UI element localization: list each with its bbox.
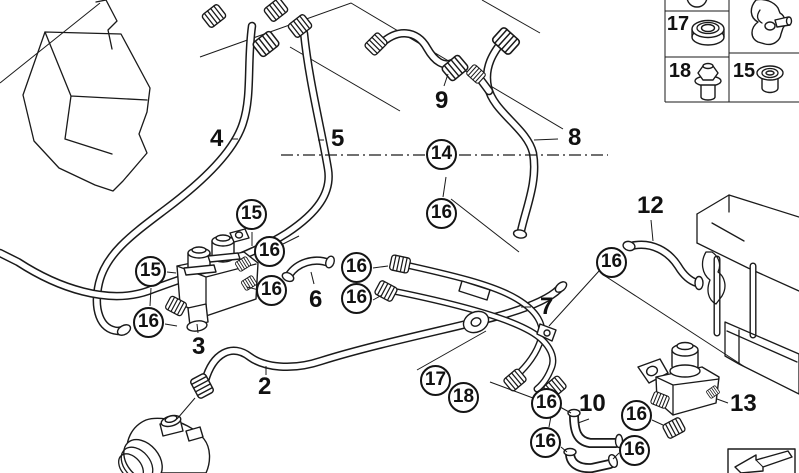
- grommet-icon: [691, 19, 725, 46]
- part-number-label[interactable]: 6: [309, 286, 323, 313]
- part-number-label[interactable]: 10: [579, 390, 606, 417]
- part-callout[interactable]: 16: [621, 400, 652, 431]
- part-number-label[interactable]: 2: [258, 373, 272, 400]
- part-callout[interactable]: 16: [596, 247, 627, 278]
- water-pump: [118, 397, 211, 473]
- auxiliary-heater-unit: [696, 194, 799, 395]
- part-callout[interactable]: 15: [236, 199, 267, 230]
- hose-9: [380, 33, 452, 64]
- part-callout[interactable]: 16: [531, 388, 562, 419]
- part-callout[interactable]: 17: [420, 365, 451, 396]
- part-callout[interactable]: 16: [256, 275, 287, 306]
- part-callout[interactable]: 16: [341, 283, 372, 314]
- plug-icon: [756, 65, 784, 94]
- hose-12: [622, 240, 704, 291]
- elbow-hose-11: [563, 447, 619, 469]
- legend-number[interactable]: 15: [732, 60, 756, 82]
- twin-pipe-7: [388, 263, 557, 389]
- part-number-label[interactable]: 4: [210, 125, 224, 152]
- part-number-label[interactable]: 13: [730, 390, 757, 417]
- part-number-label[interactable]: 9: [435, 87, 449, 114]
- engine-block: [22, 0, 151, 192]
- hose-6: [281, 255, 335, 283]
- nav-arrow-icon[interactable]: [727, 448, 796, 473]
- part-callout[interactable]: 16: [133, 307, 164, 338]
- part-number-label[interactable]: 7: [540, 293, 554, 320]
- part-number-label[interactable]: 5: [331, 125, 345, 152]
- projection-lines: [0, 0, 746, 368]
- part-callout[interactable]: 16: [530, 427, 561, 458]
- part-number-label[interactable]: 3: [192, 333, 206, 360]
- hose-2: [205, 281, 568, 381]
- legend-grid: [664, 0, 799, 103]
- hose-8: [477, 37, 534, 239]
- coolant-pipe-4: [97, 26, 252, 336]
- part-callout[interactable]: 16: [341, 252, 372, 283]
- part-callout[interactable]: 16: [619, 435, 650, 466]
- clamp-icon: [686, 0, 708, 8]
- part-callout[interactable]: 15: [135, 256, 166, 287]
- holder-clip-icon: [750, 0, 793, 46]
- part-number-label[interactable]: 8: [568, 124, 582, 151]
- hex-nut-icon: [694, 62, 722, 101]
- part-callout[interactable]: 16: [254, 236, 285, 267]
- part-number-label[interactable]: 12: [637, 192, 664, 219]
- legend-number[interactable]: 17: [666, 13, 690, 35]
- legend-number[interactable]: 18: [668, 60, 692, 82]
- part-callout[interactable]: 18: [448, 382, 479, 413]
- valve-assembly-13: [637, 341, 720, 416]
- part-callout[interactable]: 14: [426, 139, 457, 170]
- part-callout[interactable]: 16: [426, 198, 457, 229]
